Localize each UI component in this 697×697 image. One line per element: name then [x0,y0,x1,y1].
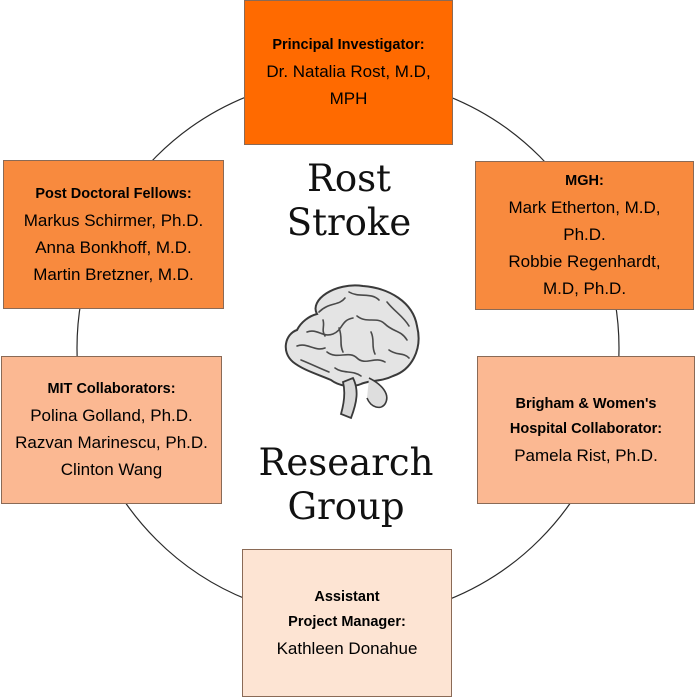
pi-member-line: Dr. Natalia Rost, M.D, [266,62,431,81]
bwh-member: Pamela Rist, Ph.D. [514,445,658,465]
brigham-womens-heading: Hospital Collaborator: [509,420,663,437]
group-title-top: Rost Stroke [229,157,469,245]
pi-member-line: MPH [329,89,368,108]
mgh-box: MGH: Mark Etherton, M.D, Ph.D. Robbie Re… [475,161,694,310]
postdoc-fellows-box: Post Doctoral Fellows: Markus Schirmer, … [3,160,224,309]
mgh-member-line: M.D, Ph.D. [542,279,627,298]
mit-collaborators-box: MIT Collaborators: Polina Golland, Ph.D.… [1,356,222,504]
principal-investigator-box: Principal Investigator: Dr. Natalia Rost… [244,0,453,145]
brigham-womens-heading: Brigham & Women's [515,395,657,412]
group-title-bottom: Research Group [226,441,466,529]
postdoc-member: Martin Bretzner, M.D. [33,264,194,284]
mgh-member-line: Mark Etherton, M.D, [508,198,661,217]
postdoc-member: Anna Bonkhoff, M.D. [35,237,192,257]
apm-member: Kathleen Donahue [276,638,418,658]
mgh-member-line: Ph.D. [563,225,606,244]
assistant-project-manager-heading: Assistant [314,588,380,605]
assistant-project-manager-heading: Project Manager: [288,613,406,630]
mit-member: Razvan Marinescu, Ph.D. [15,433,208,452]
mgh-heading: MGH: [565,173,604,189]
mgh-member-line: Robbie Regenhardt, [508,252,661,271]
brain-icon [284,284,420,420]
mit-collaborators-heading: MIT Collaborators: [47,381,176,397]
assistant-project-manager-box: Assistant Project Manager: Kathleen Dona… [242,549,452,697]
title-word-rost: Rost [307,157,391,200]
postdoc-fellows-heading: Post Doctoral Fellows: [35,185,192,202]
principal-investigator-heading: Principal Investigator: [272,37,425,53]
title-word-group: Group [287,485,405,528]
mit-member: Clinton Wang [60,460,163,479]
brigham-womens-box: Brigham & Women's Hospital Collaborator:… [477,356,695,504]
postdoc-member: Markus Schirmer, Ph.D. [23,210,204,230]
mit-member: Polina Golland, Ph.D. [30,406,193,425]
title-word-research: Research [258,441,434,484]
title-word-stroke: Stroke [286,201,412,244]
